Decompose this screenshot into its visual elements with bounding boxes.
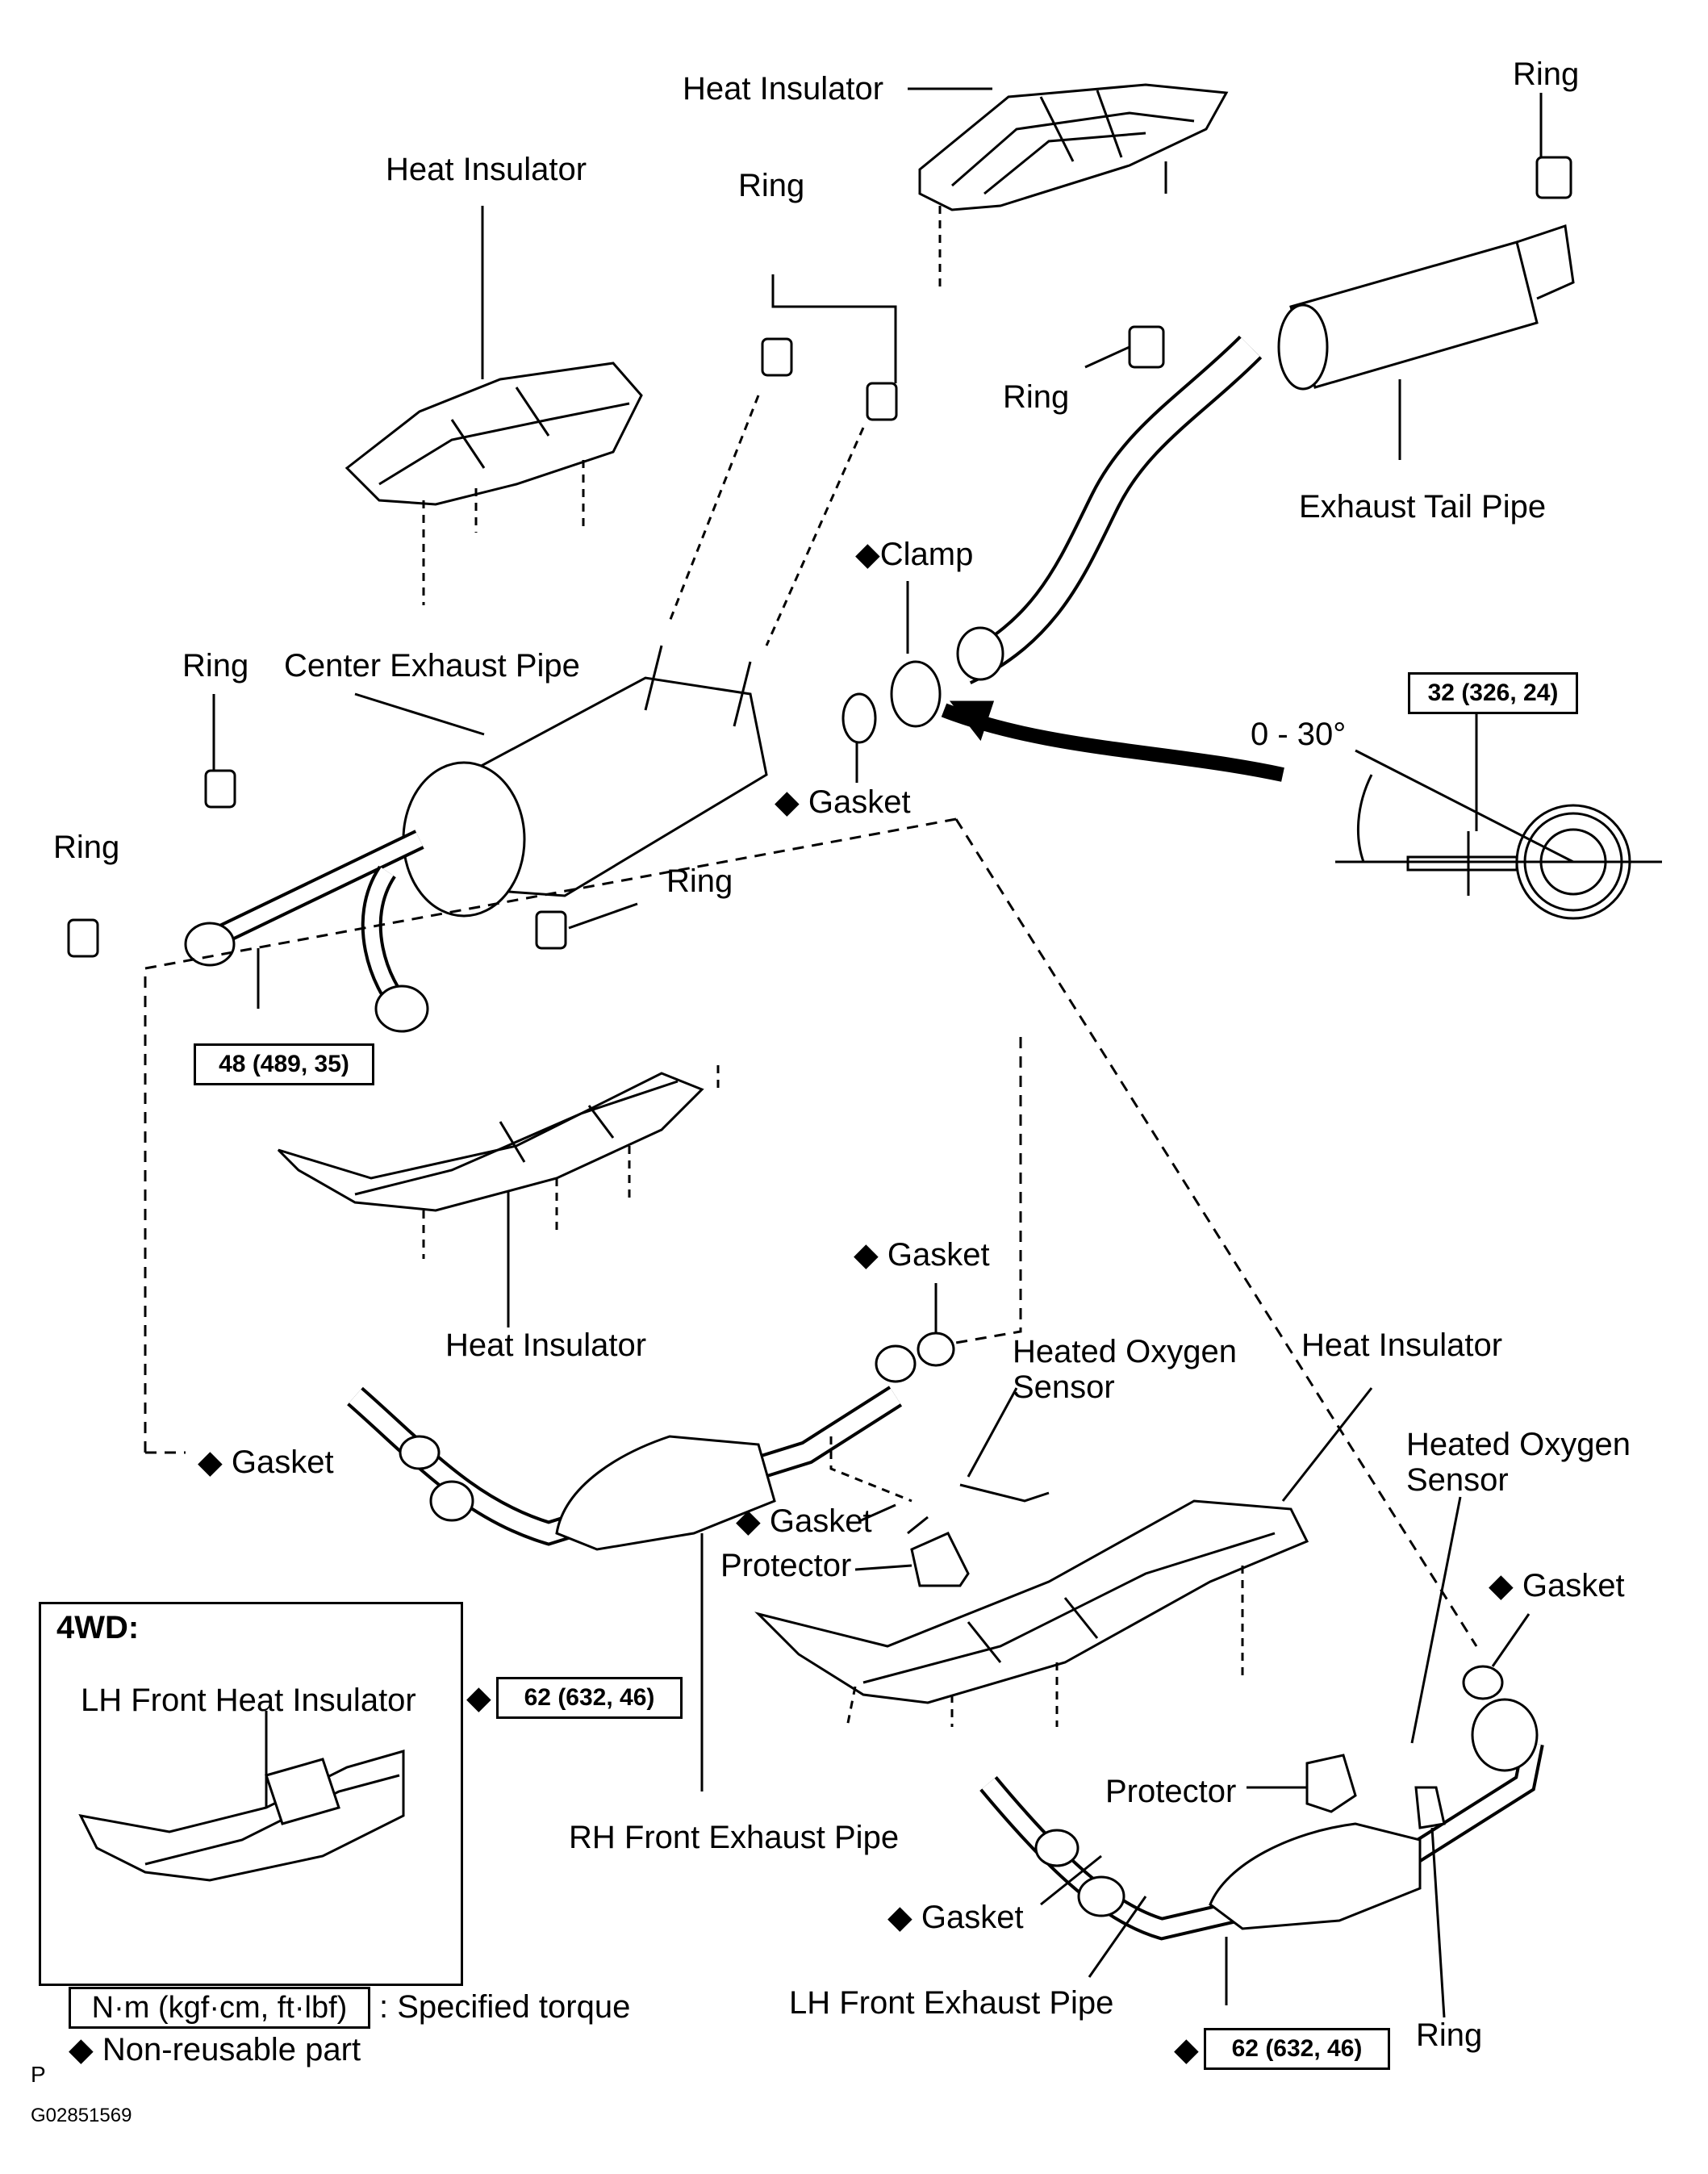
- nonreusable-marker: ◆: [69, 2032, 94, 2067]
- label-gasket-lh-left: ◆ Gasket: [887, 1900, 1024, 1935]
- nonreusable-marker: ◆: [736, 1503, 761, 1539]
- ring-bottom-part: [1414, 1786, 1446, 1829]
- exhaust-tail-pipe-part: [956, 224, 1575, 685]
- legend-torque-box: N·m (kgf·cm, ft·lbf): [69, 1987, 370, 2029]
- leader-center-pipe: [354, 692, 485, 736]
- label-ring-tail: Ring: [1003, 379, 1070, 415]
- label-gasket-rh-left: ◆ Gasket: [198, 1444, 334, 1480]
- inset-label: LH Front Heat Insulator: [81, 1683, 416, 1718]
- footer-code: G02851569: [31, 2105, 132, 2126]
- nonreusable-marker: ◆: [775, 784, 800, 820]
- label-ring-center: Ring: [182, 648, 249, 684]
- label-angle: 0 - 30°: [1251, 717, 1347, 752]
- inset-4wd: [39, 1602, 463, 1986]
- torque-box-lh-front: 62 (632, 46): [1204, 2028, 1390, 2070]
- label-rh-front-exhaust-pipe: RH Front Exhaust Pipe: [569, 1820, 900, 1855]
- heat-insulator-left-part: [345, 362, 643, 506]
- label-gasket-clamp: ◆ Gasket: [775, 784, 911, 820]
- heat-insulator-top-part: [918, 83, 1229, 211]
- legend-torque-text: : Specified torque: [379, 1989, 631, 2025]
- label-ring-left: Ring: [53, 830, 120, 865]
- nonreusable-marker: ◆: [887, 1900, 912, 1935]
- label-lh-front-exhaust-pipe: LH Front Exhaust Pipe: [789, 1985, 1114, 2021]
- label-heat-insulator-top: Heat Insulator: [683, 71, 884, 107]
- ring-top-right-part: [1535, 156, 1572, 199]
- lh-front-exhaust-pipe-part: [979, 1698, 1544, 1941]
- inset-heat-insulator-illustration: [78, 1750, 405, 1882]
- label-heat-insulator-left: Heat Insulator: [386, 152, 587, 187]
- heat-insulator-lower-part: [754, 1499, 1309, 1704]
- torque-box-rh-front: 62 (632, 46): [496, 1677, 683, 1719]
- torque-box-clamp: 32 (326, 24): [1408, 672, 1578, 714]
- label-gasket-rh-sensor: ◆ Gasket: [736, 1503, 872, 1539]
- heated-oxygen-sensor-rh-part: [959, 1483, 1050, 1503]
- protector-rh-part: [910, 1532, 970, 1587]
- nonreusable-marker: ◆: [854, 1237, 879, 1273]
- label-ring-center-right: Ring: [666, 863, 733, 899]
- torque-box-center-pipe: 48 (489, 35): [194, 1043, 374, 1085]
- label-heated-oxygen-sensor-rh: Heated Oxygen Sensor: [1013, 1334, 1237, 1405]
- label-gasket-lh-right: ◆ Gasket: [1489, 1568, 1625, 1603]
- nonreusable-marker: ◆: [198, 1444, 223, 1480]
- label-heated-oxygen-sensor-lh: Heated Oxygen Sensor: [1406, 1427, 1631, 1498]
- clamp-detail: [1335, 749, 1662, 920]
- heat-insulator-mid-part: [277, 1072, 704, 1212]
- footer-p: P: [31, 2062, 46, 2087]
- nonreusable-marker: ◆: [1489, 1568, 1514, 1603]
- ring-tail-part: [1128, 325, 1165, 369]
- label-ring-top-right: Ring: [1513, 56, 1580, 92]
- rh-front-exhaust-pipe-part: [347, 1344, 917, 1551]
- label-gasket-front-top: ◆ Gasket: [854, 1237, 990, 1273]
- label-exhaust-tail-pipe: Exhaust Tail Pipe: [1299, 489, 1547, 525]
- label-center-exhaust-pipe: Center Exhaust Pipe: [284, 648, 580, 684]
- torque-rh-front-marker: ◆: [466, 1680, 491, 1716]
- label-ring-upper: Ring: [738, 168, 805, 203]
- inset-title: 4WD:: [56, 1610, 140, 1645]
- torque-lh-front-marker: ◆: [1174, 2032, 1199, 2067]
- legend-nonreusable: ◆ Non-reusable part: [69, 2032, 361, 2067]
- label-ring-bottom: Ring: [1416, 2017, 1483, 2053]
- center-exhaust-pipe-part: [184, 645, 768, 1033]
- label-protector-rh: Protector: [720, 1548, 852, 1583]
- label-clamp: ◆Clamp: [855, 537, 974, 572]
- nonreusable-marker: ◆: [855, 537, 880, 572]
- protector-lh-part: [1305, 1754, 1357, 1813]
- ring-upper-part: [761, 337, 793, 377]
- label-heat-insulator-mid: Heat Insulator: [445, 1327, 647, 1363]
- label-heat-insulator-lower: Heat Insulator: [1301, 1327, 1503, 1363]
- label-protector-lh: Protector: [1105, 1774, 1237, 1809]
